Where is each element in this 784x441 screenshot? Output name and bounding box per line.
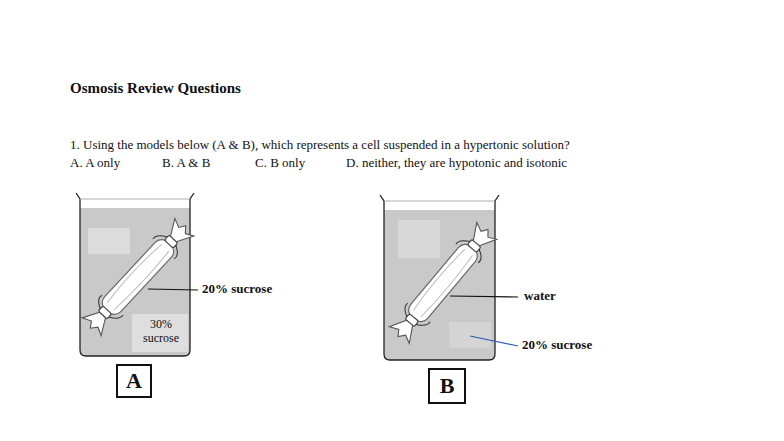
leader-line: [450, 296, 518, 297]
model-letter: A: [126, 370, 142, 392]
leader-line: [148, 289, 198, 290]
answer-option: B. A & B: [162, 156, 210, 171]
answer-option: C. B only: [255, 156, 305, 171]
page-title: Osmosis Review Questions: [70, 80, 241, 97]
solution-label: 30% sucrose: [137, 318, 185, 346]
solution-label: 20% sucrose: [202, 282, 272, 297]
beaker-a: [76, 193, 198, 356]
question-text: 1. Using the models below (A & B), which…: [70, 138, 570, 153]
answer-option: D. neither, they are hypotonic and isoto…: [346, 156, 567, 171]
answer-option: A. A only: [70, 156, 120, 171]
model-label-box: B: [428, 368, 466, 404]
model-letter: B: [440, 375, 455, 397]
solution-label: 20% sucrose: [522, 338, 592, 353]
solution-label: water: [524, 289, 556, 304]
leader-line: [470, 336, 518, 346]
beaker-b: [380, 195, 518, 360]
model-label-box: A: [116, 364, 152, 398]
